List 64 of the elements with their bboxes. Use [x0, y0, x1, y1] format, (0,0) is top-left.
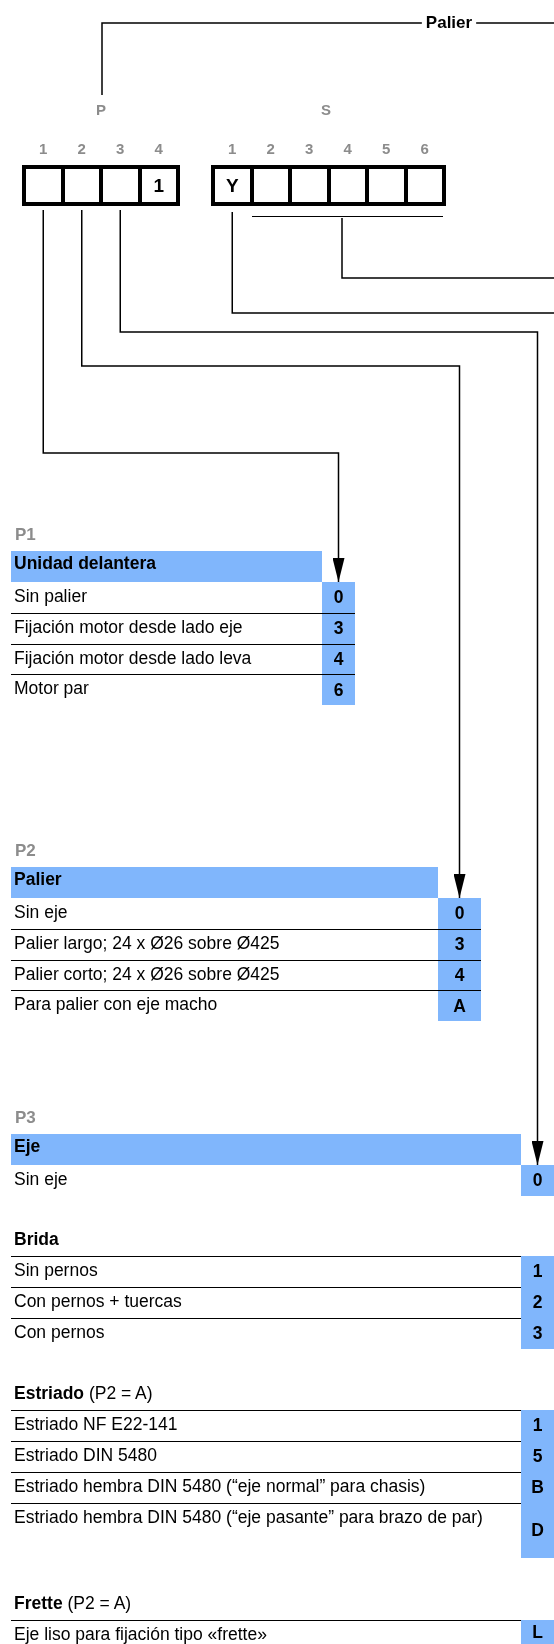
position-number: 3: [115, 141, 126, 157]
code-value: 3: [521, 1318, 554, 1349]
table-header: Palier: [11, 867, 438, 898]
option-text: Con pernos + tuercas: [13, 1290, 183, 1313]
arrow: [42, 209, 345, 583]
title-text: Palier: [421, 12, 477, 34]
bracket-line: [252, 216, 443, 218]
section-heading: Brida: [14, 1228, 59, 1250]
option-text: Fijación motor desde lado eje: [13, 615, 244, 639]
table-header: Unidad delantera: [11, 551, 322, 582]
option-text: Sin eje: [13, 901, 69, 924]
option-text: Sin pernos: [13, 1259, 99, 1282]
option-text: Estriado NF E22-141: [13, 1413, 179, 1436]
code-value: 2: [521, 1287, 554, 1318]
group-letter: P: [92, 101, 110, 119]
section-heading: Frette (P2 = A): [14, 1592, 132, 1614]
code-value: 0: [521, 1165, 554, 1196]
table-header: Eje: [11, 1134, 521, 1165]
code-value: 1: [521, 1410, 554, 1441]
position-number: 1: [38, 141, 49, 157]
position-number: 5: [381, 141, 392, 157]
option-text: Palier corto; 24 x Ø26 sobre Ø425: [13, 962, 281, 986]
code-value: B: [521, 1472, 554, 1503]
code-value: 3: [322, 613, 355, 644]
option-text: Fijación motor desde lado leva: [13, 646, 253, 670]
option-text: Con pernos: [13, 1321, 106, 1344]
code-value: 3: [438, 929, 481, 960]
code-value: 4: [438, 960, 481, 991]
parameter-label: P2: [15, 841, 36, 861]
position-number: 1: [227, 141, 238, 157]
position-number: 2: [265, 141, 276, 157]
connector-line: [101, 22, 423, 96]
option-text: Sin eje: [13, 1168, 69, 1191]
code-value: 5: [521, 1441, 554, 1472]
parameter-label: P3: [15, 1108, 36, 1128]
code-value: 1: [521, 1256, 554, 1287]
option-text: Sin palier: [13, 585, 88, 608]
connector-line: [341, 217, 554, 279]
code-value: 0: [322, 582, 355, 613]
connector-line: [475, 22, 554, 24]
code-value: D: [521, 1503, 554, 1558]
code-value: 6: [322, 675, 355, 706]
parameter-label: P1: [15, 525, 36, 545]
position-number: 3: [304, 141, 315, 157]
code-value: 0: [438, 898, 481, 929]
option-text: Motor par: [13, 677, 90, 701]
option-text: Palier largo; 24 x Ø26 sobre Ø425: [13, 931, 281, 955]
code-value: 4: [322, 644, 355, 675]
connector-line: [231, 211, 554, 314]
option-text: Estriado hembra DIN 5480 (“eje pasante” para brazo de par): [13, 1506, 484, 1529]
code-value: A: [438, 991, 481, 1022]
code-value: L: [521, 1620, 554, 1644]
option-text: Estriado hembra DIN 5480 (“eje normal” para chasis): [13, 1475, 427, 1498]
option-text: Para palier con eje macho: [13, 993, 219, 1017]
arrow: [119, 209, 544, 1166]
option-text: Eje liso para fijación tipo «frette»: [13, 1623, 268, 1644]
arrow: [81, 209, 466, 899]
position-number: 2: [76, 141, 87, 157]
position-number: 4: [342, 141, 353, 157]
section-heading: Estriado (P2 = A): [14, 1382, 153, 1404]
position-number: 6: [419, 141, 430, 157]
group-letter: S: [317, 101, 335, 119]
option-text: Estriado DIN 5480: [13, 1444, 158, 1467]
position-number: 4: [153, 141, 164, 157]
